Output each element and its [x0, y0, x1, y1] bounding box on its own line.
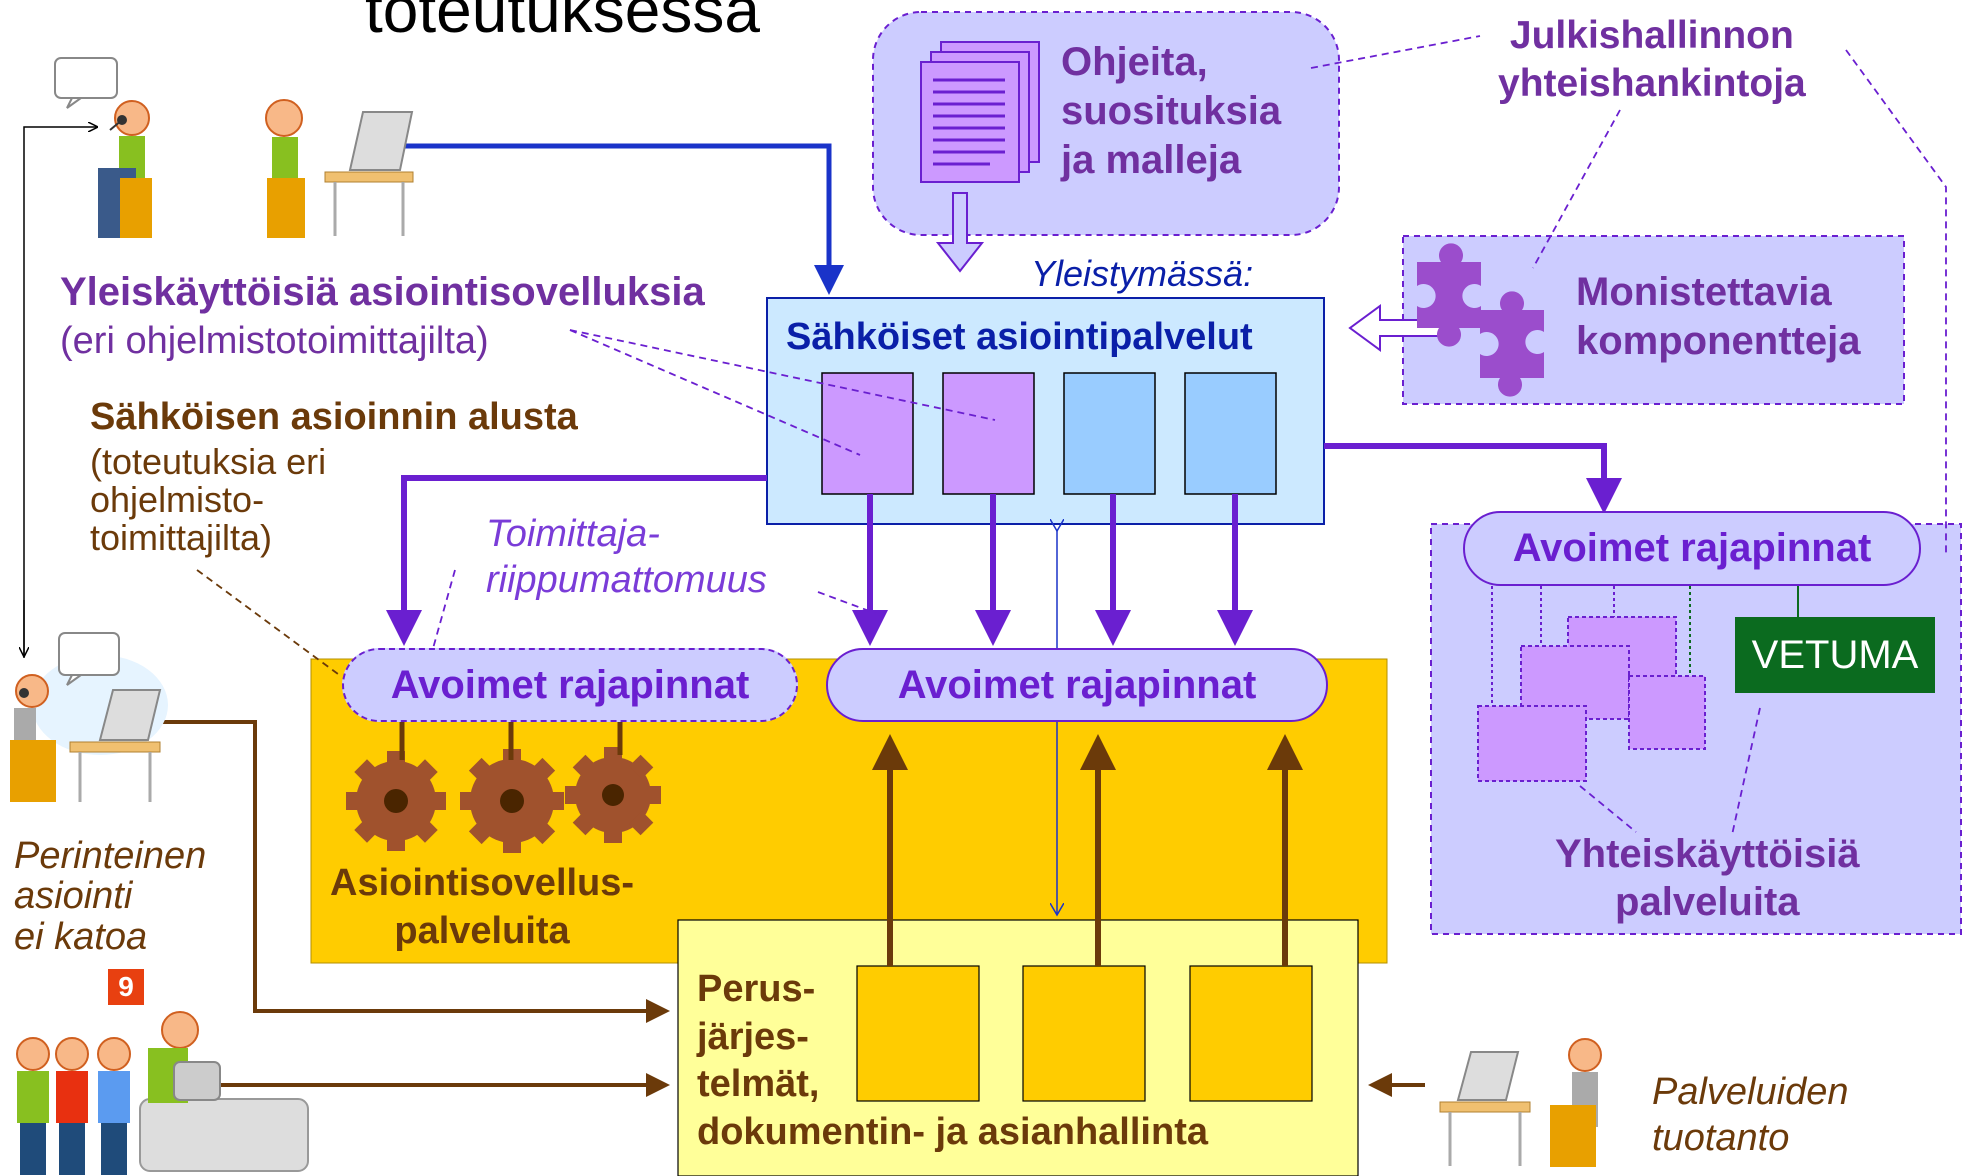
person-headset-computer-icon [10, 632, 168, 802]
feedback-loop-arrow [23, 127, 97, 658]
eservices-title: Sähköiset asiointipalvelut [786, 316, 1253, 358]
vendor-independence-label: Toimittaja- riippumattomuus [486, 513, 767, 601]
shared-service-stack [1477, 616, 1706, 782]
platform-callout-line [196, 569, 339, 675]
eservice-block-1 [821, 372, 914, 495]
platform-subtitle: (toteutuksia eri ohjelmisto- toimittajil… [90, 441, 327, 558]
guides-label: Ohjeita, suosituksia ja malleja [1061, 40, 1282, 182]
page-number-badge: 9 [108, 969, 144, 1005]
open-interfaces-right: Avoimet rajapinnat [1463, 511, 1921, 586]
platform-title: Sähköisen asioinnin alusta [90, 396, 578, 438]
queue-people-icon [16, 1011, 309, 1175]
gear-icon [565, 747, 661, 843]
user-to-eservices-arrow [375, 143, 844, 295]
app-services-label: Asiointisovellus- palveluita [330, 862, 635, 952]
person-headset-icon [54, 57, 152, 238]
purple-flow-arrows [386, 443, 1622, 646]
eservice-block-4 [1184, 372, 1277, 495]
brown-flow-arrows [162, 720, 1425, 1097]
puzzle-icon [1480, 291, 1544, 397]
documents-icon [920, 41, 1040, 183]
open-interfaces-left: Avoimet rajapinnat [342, 648, 798, 722]
person-computer-icon [265, 99, 414, 238]
eservice-block-3 [1063, 372, 1156, 495]
procurement-label: Julkishallinnon yhteishankintoja [1498, 14, 1806, 105]
vetuma-label: VETUMA [1751, 633, 1919, 677]
basic-system-block-3 [1189, 965, 1313, 1102]
basic-systems-label: Perus- järjes- telmät, dokumentin- ja as… [697, 968, 1208, 1153]
generic-apps-title: Yleiskäyttöisiä asiointisovelluksia [60, 270, 705, 314]
basic-system-block-1 [856, 965, 980, 1102]
production-person-icon [1439, 1038, 1602, 1167]
dashed-callout-lines [431, 35, 1947, 836]
production-label: Palveluiden tuotanto [1652, 1071, 1849, 1159]
guides-down-arrow [935, 192, 985, 273]
puzzle-icon [1417, 243, 1481, 347]
shared-services-label: Yhteiskäyttöisiä palveluita [1555, 832, 1860, 924]
components-label: Monistettavia komponentteja [1576, 270, 1861, 363]
open-interfaces-center: Avoimet rajapinnat [826, 648, 1328, 722]
slide-title: toteutuksessa [365, 0, 760, 46]
emerging-label: Yleistymässä: [1031, 253, 1254, 294]
eservice-block-2 [942, 372, 1035, 495]
traditional-label: Perinteinen asiointi ei katoa [14, 835, 207, 958]
basic-system-block-2 [1022, 965, 1146, 1102]
gear-icon [460, 749, 564, 853]
shared-service-connectors [1491, 586, 1691, 706]
gear-connectors [399, 720, 623, 760]
gear-icon [346, 751, 446, 851]
vetuma-box [1735, 617, 1935, 693]
generic-apps-subtitle: (eri ohjelmistotoimittajilta) [60, 320, 489, 362]
